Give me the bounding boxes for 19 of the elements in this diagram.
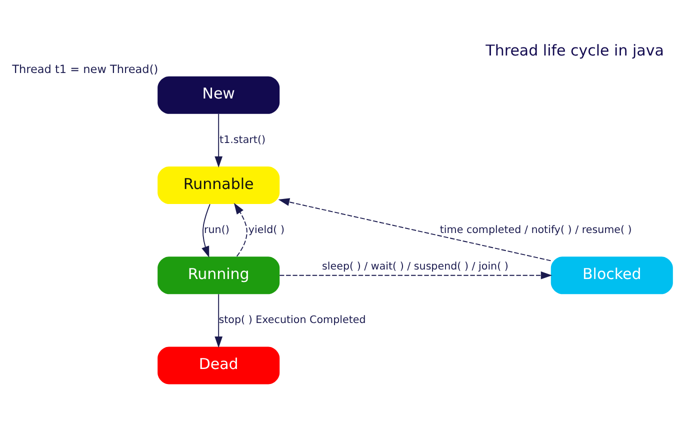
arrow (214, 112, 223, 168)
arrow (279, 270, 552, 279)
diagram-title: Thread life cycle in java (486, 41, 664, 60)
node-box: Blocked (550, 256, 673, 294)
arrow (278, 198, 552, 261)
node-box: Dead (158, 346, 280, 384)
node-box: New (158, 76, 280, 114)
arrow (202, 203, 210, 258)
node-box: Running (158, 256, 280, 294)
arrow (214, 293, 223, 348)
edge-label: stop( ) Execution Completed (218, 314, 366, 326)
edge-label: sleep( ) / wait( ) / suspend( ) / join( ) (322, 260, 508, 272)
edge-label: t1.start() (220, 133, 266, 146)
node-box: Runnable (158, 166, 280, 204)
edge-label: run() (204, 223, 230, 236)
edge-label: yield( ) (248, 223, 284, 236)
edge-label: time completed / notify( ) / resume( ) (440, 223, 632, 236)
arrow (234, 202, 248, 256)
node-label: Thread t1 = new Thread() (12, 62, 158, 76)
